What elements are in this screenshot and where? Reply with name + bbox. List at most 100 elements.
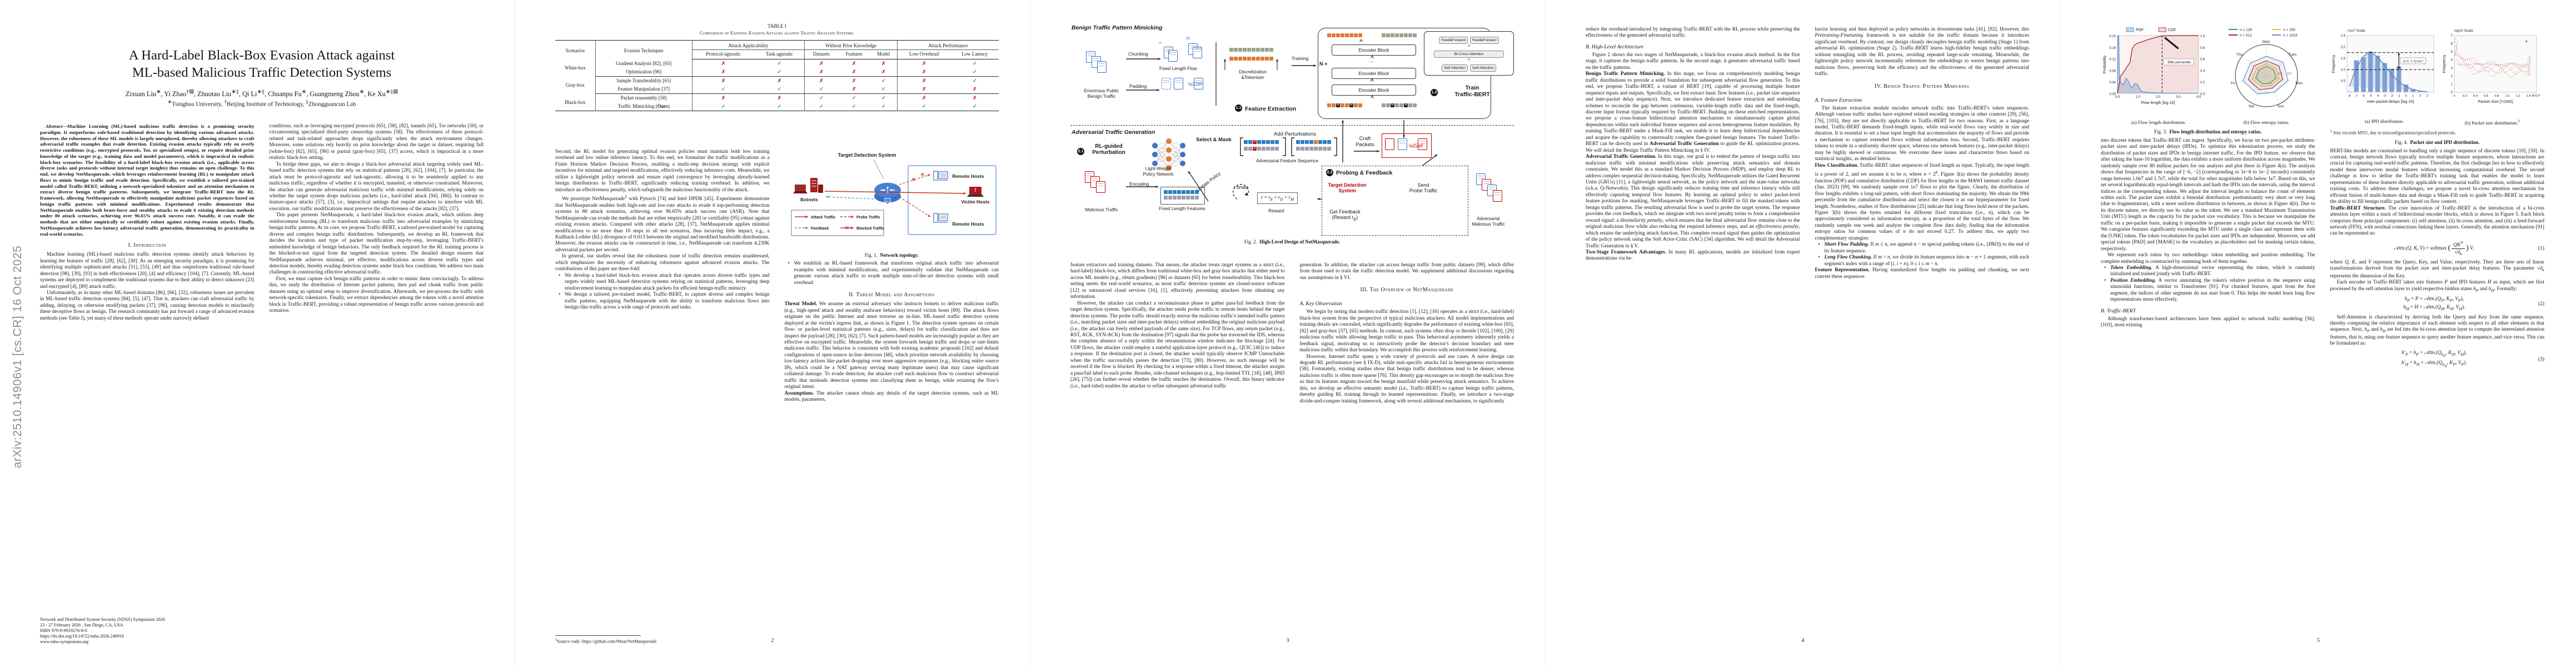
one-label: 1 <box>1168 51 1170 55</box>
fixed-length-features-label: Fixed Length Features <box>1159 206 1205 211</box>
source-code-footnote[interactable]: 1Source code: https://github.com/09nat/N… <box>555 638 657 644</box>
cross-icon: ✗ <box>881 68 886 74</box>
paragraph: Traffic-BERT Structure. The core innovat… <box>2330 205 2545 237</box>
footer-link[interactable]: https://dx.doi.org/10.14722/ndss.2026.24… <box>40 634 124 639</box>
paragraph: feature extractors and training datasets… <box>1070 262 1285 300</box>
check-icon: ✓ <box>721 103 726 109</box>
contribution-bullet: We develop a hard-label black-box evasio… <box>555 273 770 292</box>
subsection-heading: B. Traffic-BERT <box>2101 307 2136 314</box>
paragraph: The feature extraction module encodes ne… <box>1815 105 2030 162</box>
cross-icon: ✗ <box>721 68 726 74</box>
svg-text:0.0: 0.0 <box>2200 93 2205 96</box>
svg-text:Probability: Probability <box>2103 55 2107 73</box>
paragraph: Unfortunately, as in many other ML-based… <box>40 290 255 321</box>
cross-icon: ✗ <box>921 60 926 66</box>
cross-icon: ✗ <box>819 60 824 66</box>
paragraph: Feature Representation. Having standardi… <box>1815 267 2030 280</box>
caret: ^ <box>1371 95 1374 101</box>
svg-text:1.0: 1.0 <box>2200 35 2205 38</box>
technique-cell: Sample Transferability [65] <box>595 76 692 85</box>
p3-right-column: generation. In addition, the attacker ca… <box>1300 262 1514 405</box>
col-header: Task-agnostic <box>754 49 805 59</box>
select-mask-label: Select & Mask <box>1196 137 1232 143</box>
svg-text:7: 7 <box>2450 34 2453 38</box>
svg-text:Wed.: Wed. <box>2262 40 2270 44</box>
adv-malicious-docs-icon <box>1474 173 1507 212</box>
paragraph: We prototype NetMasquerade1 with Pytorch… <box>555 194 770 253</box>
svg-text:1.0: 1.0 <box>2340 68 2345 72</box>
paper-title-line2: ML-based Malicious Traffic Detection Sys… <box>132 65 392 80</box>
check-icon: ✓ <box>777 60 782 66</box>
embedding-bullet: Position Embedding. A vector annotating … <box>2101 278 2315 303</box>
svg-text:Sun.: Sun. <box>2278 104 2285 108</box>
svg-text:0: 0 <box>2450 91 2453 94</box>
malicious-docs-icon <box>1085 171 1113 202</box>
comparison-table: Scenarios Evasion Techniques Attack Appl… <box>555 39 999 111</box>
footer-link[interactable]: www.ndss-symposium.org <box>40 639 89 644</box>
paragraph: Self-Attention is characterized by deriv… <box>2330 314 2545 347</box>
adv-feature-sequence-label: Adversarial Feature Sequence <box>1255 158 1319 163</box>
feature-extraction-label: Feature Extraction <box>1245 106 1297 112</box>
paragraph: generation. In addition, the attacker ca… <box>1299 262 1514 281</box>
padding-label: Padding <box>1129 83 1147 89</box>
training-label: Training <box>1292 56 1309 61</box>
check-icon: ✓ <box>881 86 886 92</box>
adv-token-row: M <box>1244 147 1279 151</box>
contribution-bullet: We design a tailored pre-trained model, … <box>555 292 770 311</box>
encoder-dots: ⋯ <box>1368 59 1374 65</box>
encoder-block: Encoder Block <box>1332 44 1416 56</box>
footer-line: ISBN 979-8-9919276-8-0 <box>40 628 87 633</box>
step-2-2-badge: 2.2 <box>1326 169 1333 176</box>
svg-text:-8: -8 <box>2348 94 2350 98</box>
strategy-bullet: Long Flow Chunking. If m > n, we divide … <box>1815 255 2029 267</box>
token-row <box>1382 33 1417 37</box>
svg-text:Botnets: Botnets <box>800 197 818 202</box>
svg-text:-4: -4 <box>2376 94 2379 98</box>
n-times-label: N × <box>1319 61 1328 67</box>
svg-text:0.2: 0.2 <box>2200 81 2205 84</box>
fig3b-caption: (b) Flow entropy ratios. <box>2243 120 2290 125</box>
subsection-heading: A. Feature Extraction <box>1815 97 1862 103</box>
svg-text:MTU1: MTU1 <box>2532 93 2540 98</box>
page-number: 3 <box>1286 638 1289 644</box>
section-4-heading: IV. Benign Traffic Pattern Mimicking <box>1874 83 1970 89</box>
cross-icon: ✗ <box>851 77 856 83</box>
svg-text:0.5: 0.5 <box>2340 80 2345 83</box>
adv-token-row <box>1296 147 1331 151</box>
group-header: Attack Applicability <box>691 40 805 50</box>
encoder-block: Encoder Block <box>1332 68 1416 79</box>
check-icon: ✓ <box>851 94 856 101</box>
cross-icon: ✗ <box>921 77 926 83</box>
svg-text:2: 2 <box>2450 75 2453 78</box>
check-icon: ✓ <box>881 77 886 83</box>
adv-token-row: M <box>1244 140 1279 144</box>
svg-text:-3: -3 <box>2383 94 2386 98</box>
p4-right-column: havior learning and then deployed as pol… <box>1815 27 2030 280</box>
step-2-1-badge: 2.1 <box>1077 148 1084 155</box>
paragraph: Benign Traffic Pattern Mimicking. In thi… <box>1586 71 1800 153</box>
fig4b-caption: (b) Packet size distribution.1 <box>2464 119 2520 126</box>
check-icon: ✓ <box>819 103 824 109</box>
paragraph: However, the attacker can conduct a reco… <box>1070 300 1285 389</box>
figure-2-highlevel-design: ✕ Benign Traffic Pattern Mimicking Enorm… <box>1070 22 1514 238</box>
fig3a-caption: (a) Flow length distribution. <box>2131 120 2186 125</box>
abstract: Abstract—Machine Learning (ML)-based mal… <box>40 123 255 237</box>
group-header: Attack Performance <box>896 40 999 50</box>
svg-text:✕: ✕ <box>845 225 849 231</box>
paragraph: However, Internet traffic spans a wide v… <box>1299 354 1514 404</box>
table1-caption: Comparison of Existing Evasion Attacks a… <box>699 30 855 36</box>
p2-left-column: Second, the RL model for generating opti… <box>555 149 770 645</box>
subsection-heading: A. Key Observation <box>1299 301 1342 307</box>
n-label: n <box>1159 41 1162 45</box>
svg-text:Victim Hosts: Victim Hosts <box>961 199 990 205</box>
